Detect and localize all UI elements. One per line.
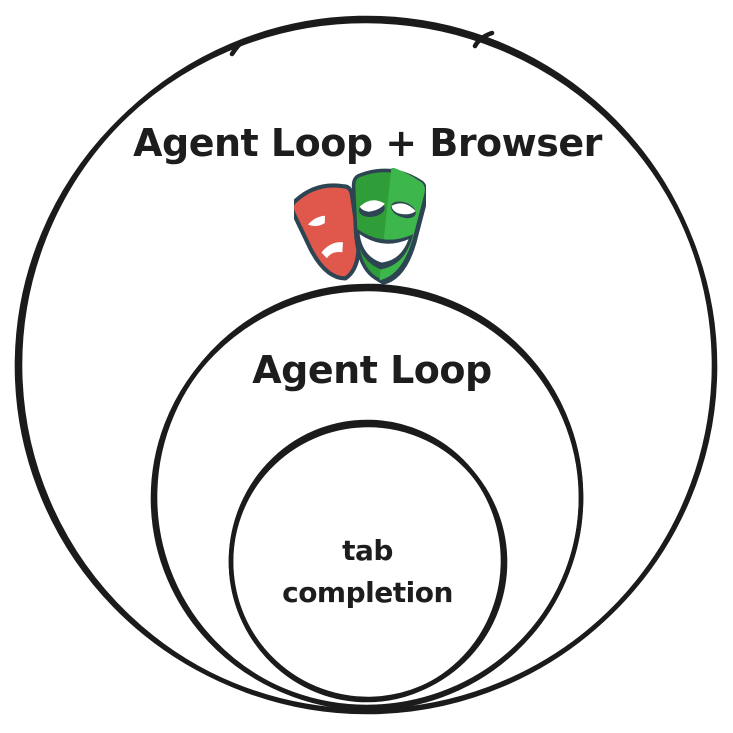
- sketch-tick-left: [229, 39, 245, 57]
- sketch-tick-right: [472, 30, 495, 49]
- red-mask: [294, 183, 361, 281]
- outer-circle: [14, 15, 718, 715]
- outer-ring-label: Agent Loop + Browser: [133, 121, 602, 165]
- masks-svg: [294, 168, 426, 285]
- red-mask-mouth: [321, 242, 343, 259]
- green-mask-left-eye: [359, 200, 385, 212]
- red-mask-eye: [307, 215, 325, 227]
- middle-ring-label: Agent Loop: [252, 348, 492, 392]
- green-mask-right-eye: [391, 203, 416, 215]
- red-mask-face: [294, 183, 361, 281]
- playwright-masks-icon: [294, 168, 426, 286]
- middle-circle: [150, 283, 584, 711]
- green-mask-mouth: [359, 234, 409, 263]
- inner-ring-label: tab completion: [282, 534, 453, 609]
- inner-circle: [228, 419, 508, 703]
- green-mask: [351, 168, 426, 285]
